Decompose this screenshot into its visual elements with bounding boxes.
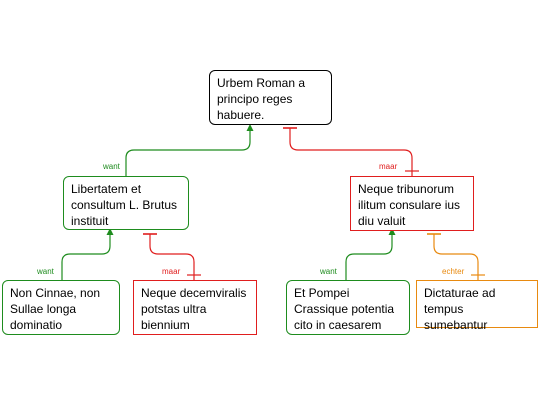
node-support-cinnae[interactable]: Non Cinnae, non Sullae longa dominatio [2, 280, 120, 335]
edge-attack-n3-n1 [283, 127, 419, 176]
node-attack-tribunorum[interactable]: Neque tribunorum ilitum consulare ius di… [350, 176, 474, 231]
edge-label-n3-n1: maar [379, 162, 398, 171]
node-support-libertatem-text: Libertatem et consultum L. Brutus instit… [71, 182, 178, 228]
node-support-pompei[interactable]: Et Pompei Crassique potentia cito in cae… [286, 280, 410, 335]
node-support-pompei-text: Et Pompei Crassique potentia cito in cae… [294, 286, 395, 332]
edge-label-n6-n3: want [320, 267, 337, 276]
node-support-libertatem[interactable]: Libertatem et consultum L. Brutus instit… [63, 176, 189, 230]
edge-support-n2-n1 [125, 124, 254, 176]
support-arrowhead [106, 228, 114, 235]
edge-support-n6-n3 [345, 228, 396, 280]
edge-label-n7-n3: echter [442, 267, 465, 276]
support-arrowhead [388, 228, 396, 235]
node-attack-decemviralis[interactable]: Neque decemviralis potstas ultra bienniu… [133, 280, 257, 335]
edge-support-n4-n2 [61, 228, 114, 280]
node-support-cinnae-text: Non Cinnae, non Sullae longa dominatio [10, 286, 101, 332]
edge-undercut-n7-n3 [427, 233, 485, 280]
node-claim-root-text: Urbem Roman a principo reges habuere. [217, 76, 306, 122]
edge-label-n2-n1: want [103, 162, 120, 171]
node-undercut-dictaturae-text: Dictaturae ad tempus sumebantur [424, 286, 496, 332]
support-arrowhead [246, 124, 254, 131]
edge-label-n5-n2: maar [162, 267, 181, 276]
node-undercut-dictaturae[interactable]: Dictaturae ad tempus sumebantur [416, 280, 538, 332]
edge-label-n4-n2: want [37, 267, 54, 276]
node-attack-decemviralis-text: Neque decemviralis potstas ultra bienniu… [141, 286, 247, 332]
node-claim-root[interactable]: Urbem Roman a principo reges habuere. [209, 70, 332, 125]
edge-attack-n5-n2 [143, 233, 201, 280]
node-attack-tribunorum-text: Neque tribunorum ilitum consulare ius di… [358, 182, 461, 228]
